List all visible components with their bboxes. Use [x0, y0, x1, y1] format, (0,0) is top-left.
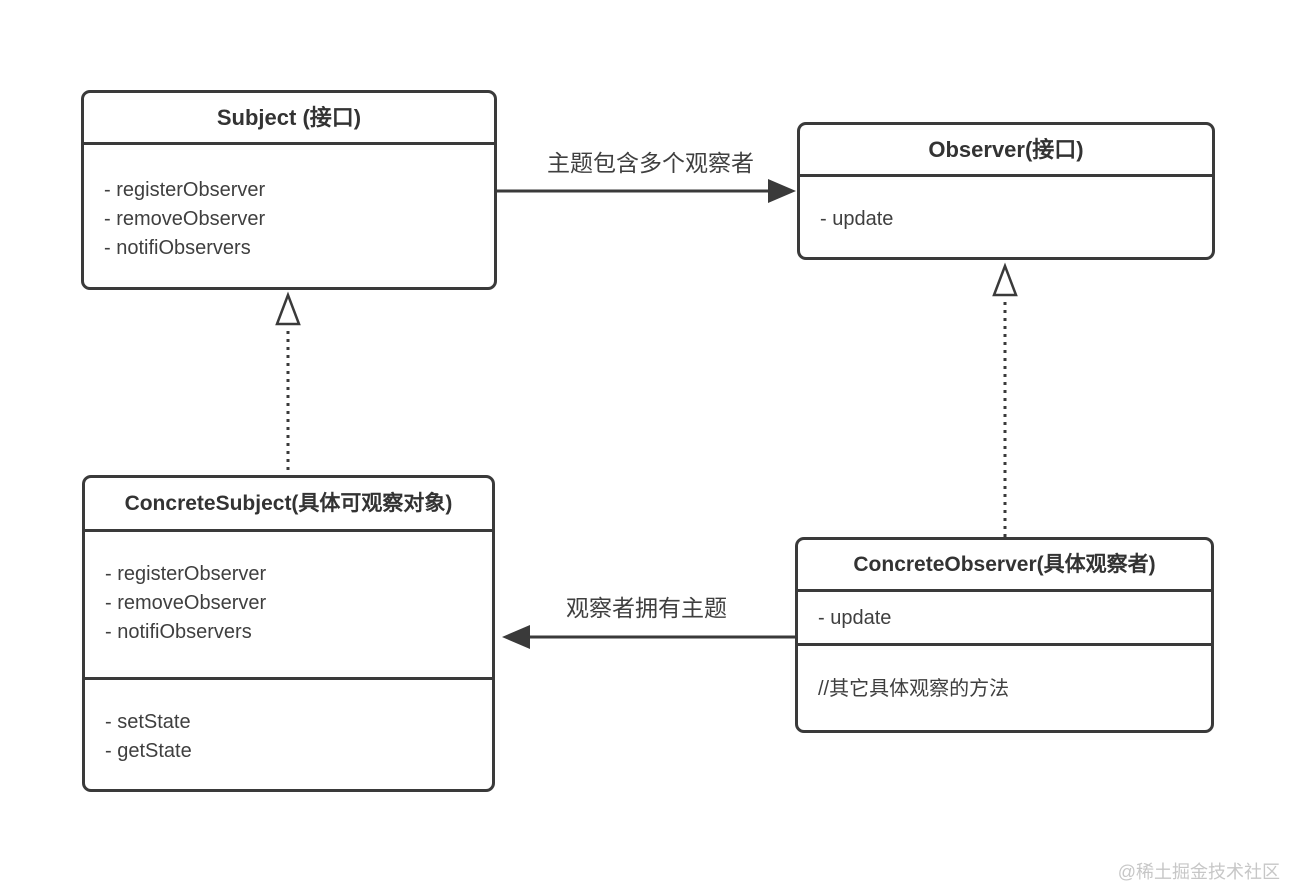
realization-arrow-concreteobserver-to-observer: [992, 262, 1018, 537]
edge-label-subject-contains-observers: 主题包含多个观察者: [547, 150, 754, 176]
member-update: - update: [820, 208, 894, 230]
class-members-concrete-observer: - update: [798, 592, 1211, 646]
class-comment-concrete-observer: //其它具体观察的方法: [798, 646, 1211, 730]
member-notifi-observers: - notifiObservers: [105, 621, 252, 643]
class-title-subject: Subject (接口): [84, 93, 494, 145]
member-set-state: - setState: [105, 711, 191, 733]
hollow-triangle-up-icon: [275, 291, 301, 326]
class-box-subject: Subject (接口) - registerObserver - remove…: [81, 90, 497, 290]
class-members-concrete-subject: - registerObserver - removeObserver - no…: [85, 532, 492, 680]
class-box-concrete-observer: ConcreteObserver(具体观察者) - update //其它具体观…: [795, 537, 1214, 733]
member-register-observer: - registerObserver: [104, 179, 266, 201]
realization-arrow-concretesubject-to-subject: [275, 291, 301, 478]
hollow-triangle-up-icon: [992, 262, 1018, 297]
class-title-observer: Observer(接口): [800, 125, 1212, 177]
member-register-observer: - registerObserver: [105, 563, 267, 585]
watermark-juejin: @稀土掘金技术社区: [1117, 862, 1280, 882]
class-members-observer: - update: [800, 177, 1212, 257]
class-state-methods-concrete-subject: - setState - getState: [85, 680, 492, 789]
class-box-concrete-subject: ConcreteSubject(具体可观察对象) - registerObser…: [82, 475, 495, 792]
class-title-concrete-subject: ConcreteSubject(具体可观察对象): [85, 478, 492, 532]
association-arrow-subject-to-observer: [497, 179, 796, 203]
association-arrow-concreteobserver-to-concretesubject: [502, 625, 799, 649]
solid-arrowhead-left-icon: [502, 625, 530, 649]
member-notifi-observers: - notifiObservers: [104, 237, 251, 259]
member-remove-observer: - removeObserver: [104, 208, 266, 230]
solid-arrowhead-right-icon: [768, 179, 796, 203]
member-update: - update: [818, 607, 892, 629]
edge-label-observer-owns-subject: 观察者拥有主题: [566, 595, 727, 621]
member-other-methods-comment: //其它具体观察的方法: [818, 678, 1010, 700]
class-title-concrete-observer: ConcreteObserver(具体观察者): [798, 540, 1211, 592]
member-get-state: - getState: [105, 740, 192, 762]
class-box-observer: Observer(接口) - update: [797, 122, 1215, 260]
member-remove-observer: - removeObserver: [105, 592, 267, 614]
class-members-subject: - registerObserver - removeObserver - no…: [84, 145, 494, 287]
